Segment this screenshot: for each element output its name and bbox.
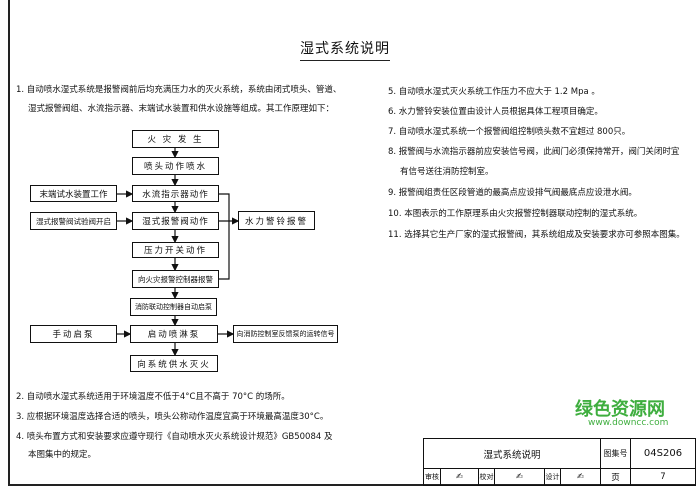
flow-box-supply: 向系统供水灭火 bbox=[130, 355, 218, 372]
page-border-left bbox=[8, 0, 10, 484]
atlas-number: 04S206 bbox=[630, 439, 695, 468]
note-2: 2. 自动喷水湿式系统适用于环境温度不低于4°C且不高于 70°C 的场所。 bbox=[16, 392, 290, 402]
note-4-line1: 4. 喷头布置方式和安装要求应遵守现行《自动喷水灭火系统设计规范》GB50084… bbox=[16, 432, 333, 442]
flow-box-valve-test: 湿式报警阀试验阀开启 bbox=[30, 212, 117, 230]
note-11: 11. 选择其它生产厂家的湿式报警阀，其系统组成及安装要求亦可参照本图集。 bbox=[388, 230, 685, 240]
note-6: 6. 水力警铃安装位置由设计人员根据具体工程项目确定。 bbox=[388, 107, 603, 117]
watermark-logo: 绿色资源网 bbox=[575, 399, 665, 420]
note-4-line2: 本图集中的规定。 bbox=[28, 450, 97, 460]
note-3: 3. 应根据环境温度选择合适的喷头，喷头公称动作温度宜高于环境最高温度30°C。 bbox=[16, 412, 329, 422]
page-border-bottom bbox=[8, 484, 696, 486]
drawing-name: 湿式系统说明 bbox=[483, 449, 541, 461]
note-1-line2: 湿式报警阀组、水流指示器、末端试水装置和供水设施等组成。其工作原理如下： bbox=[28, 104, 335, 114]
review-label: 审核 bbox=[425, 472, 439, 481]
flow-box-sprinkler: 喷头动作喷水 bbox=[132, 157, 219, 175]
note-5: 5. 自动喷水湿式灭火系统工作压力不应大于 1.2 Mpa 。 bbox=[388, 87, 600, 97]
flow-box-start-pump: 启动喷淋泵 bbox=[130, 325, 218, 343]
flow-box-feedback: 向消防控制室反馈泵的运转信号 bbox=[233, 325, 338, 343]
design-label: 设计 bbox=[544, 468, 560, 485]
note-8-line1: 8. 报警阀与水流指示器前应安装信号阀，此阀门必须保持常开，阀门关闭时宜 bbox=[388, 147, 680, 157]
flow-box-manual-pump: 手动启泵 bbox=[30, 325, 117, 343]
page-number: 7 bbox=[630, 468, 695, 485]
design-signature: ✍ bbox=[560, 468, 600, 485]
flow-box-auto-pump: 消防联动控制器自动启泵 bbox=[130, 298, 217, 316]
page-label: 页 bbox=[600, 468, 630, 485]
watermark-url: www.downcc.com bbox=[588, 418, 669, 428]
flow-box-alarm-valve: 湿式报警阀动作 bbox=[132, 212, 219, 230]
atlas-label: 图集号 bbox=[600, 439, 630, 468]
note-10: 10. 本图表示的工作原理系由火灾报警控制器联动控制的湿式系统。 bbox=[388, 209, 643, 219]
note-7: 7. 自动喷水湿式系统一个报警阀组控制喷头数不宜超过 800只。 bbox=[388, 127, 631, 137]
flow-box-flow-indicator: 水流指示器动作 bbox=[132, 185, 219, 202]
note-9: 9. 报警阀组责任区段管道的最高点应设排气阀最底点应设泄水阀。 bbox=[388, 188, 637, 198]
page-title: 湿式系统说明 bbox=[300, 38, 390, 61]
note-8-line2: 有信号送往消防控制室。 bbox=[400, 167, 494, 177]
check-label: 校对 bbox=[478, 468, 494, 485]
check-signature: ✍ bbox=[494, 468, 544, 485]
flow-box-water-bell: 水力警铃报警 bbox=[238, 211, 315, 230]
flow-box-fire: 火 灾 发 生 bbox=[132, 130, 219, 148]
flow-box-end-test: 末端试水装置工作 bbox=[30, 185, 117, 202]
flow-box-fire-alarm-controller: 向火灾报警控制器报警 bbox=[132, 270, 219, 288]
title-block: 湿式系统说明 图集号 04S206 审核 ✍ 校对 ✍ 设计 ✍ 页 7 bbox=[423, 438, 696, 486]
review-signature: ✍ bbox=[440, 468, 478, 485]
note-1-line1: 1. 自动喷水湿式系统是报警阀前后均充满压力水的灭火系统，系统由闭式喷头、管道、 bbox=[16, 85, 342, 95]
flow-box-pressure-switch: 压力开关动作 bbox=[132, 242, 219, 258]
